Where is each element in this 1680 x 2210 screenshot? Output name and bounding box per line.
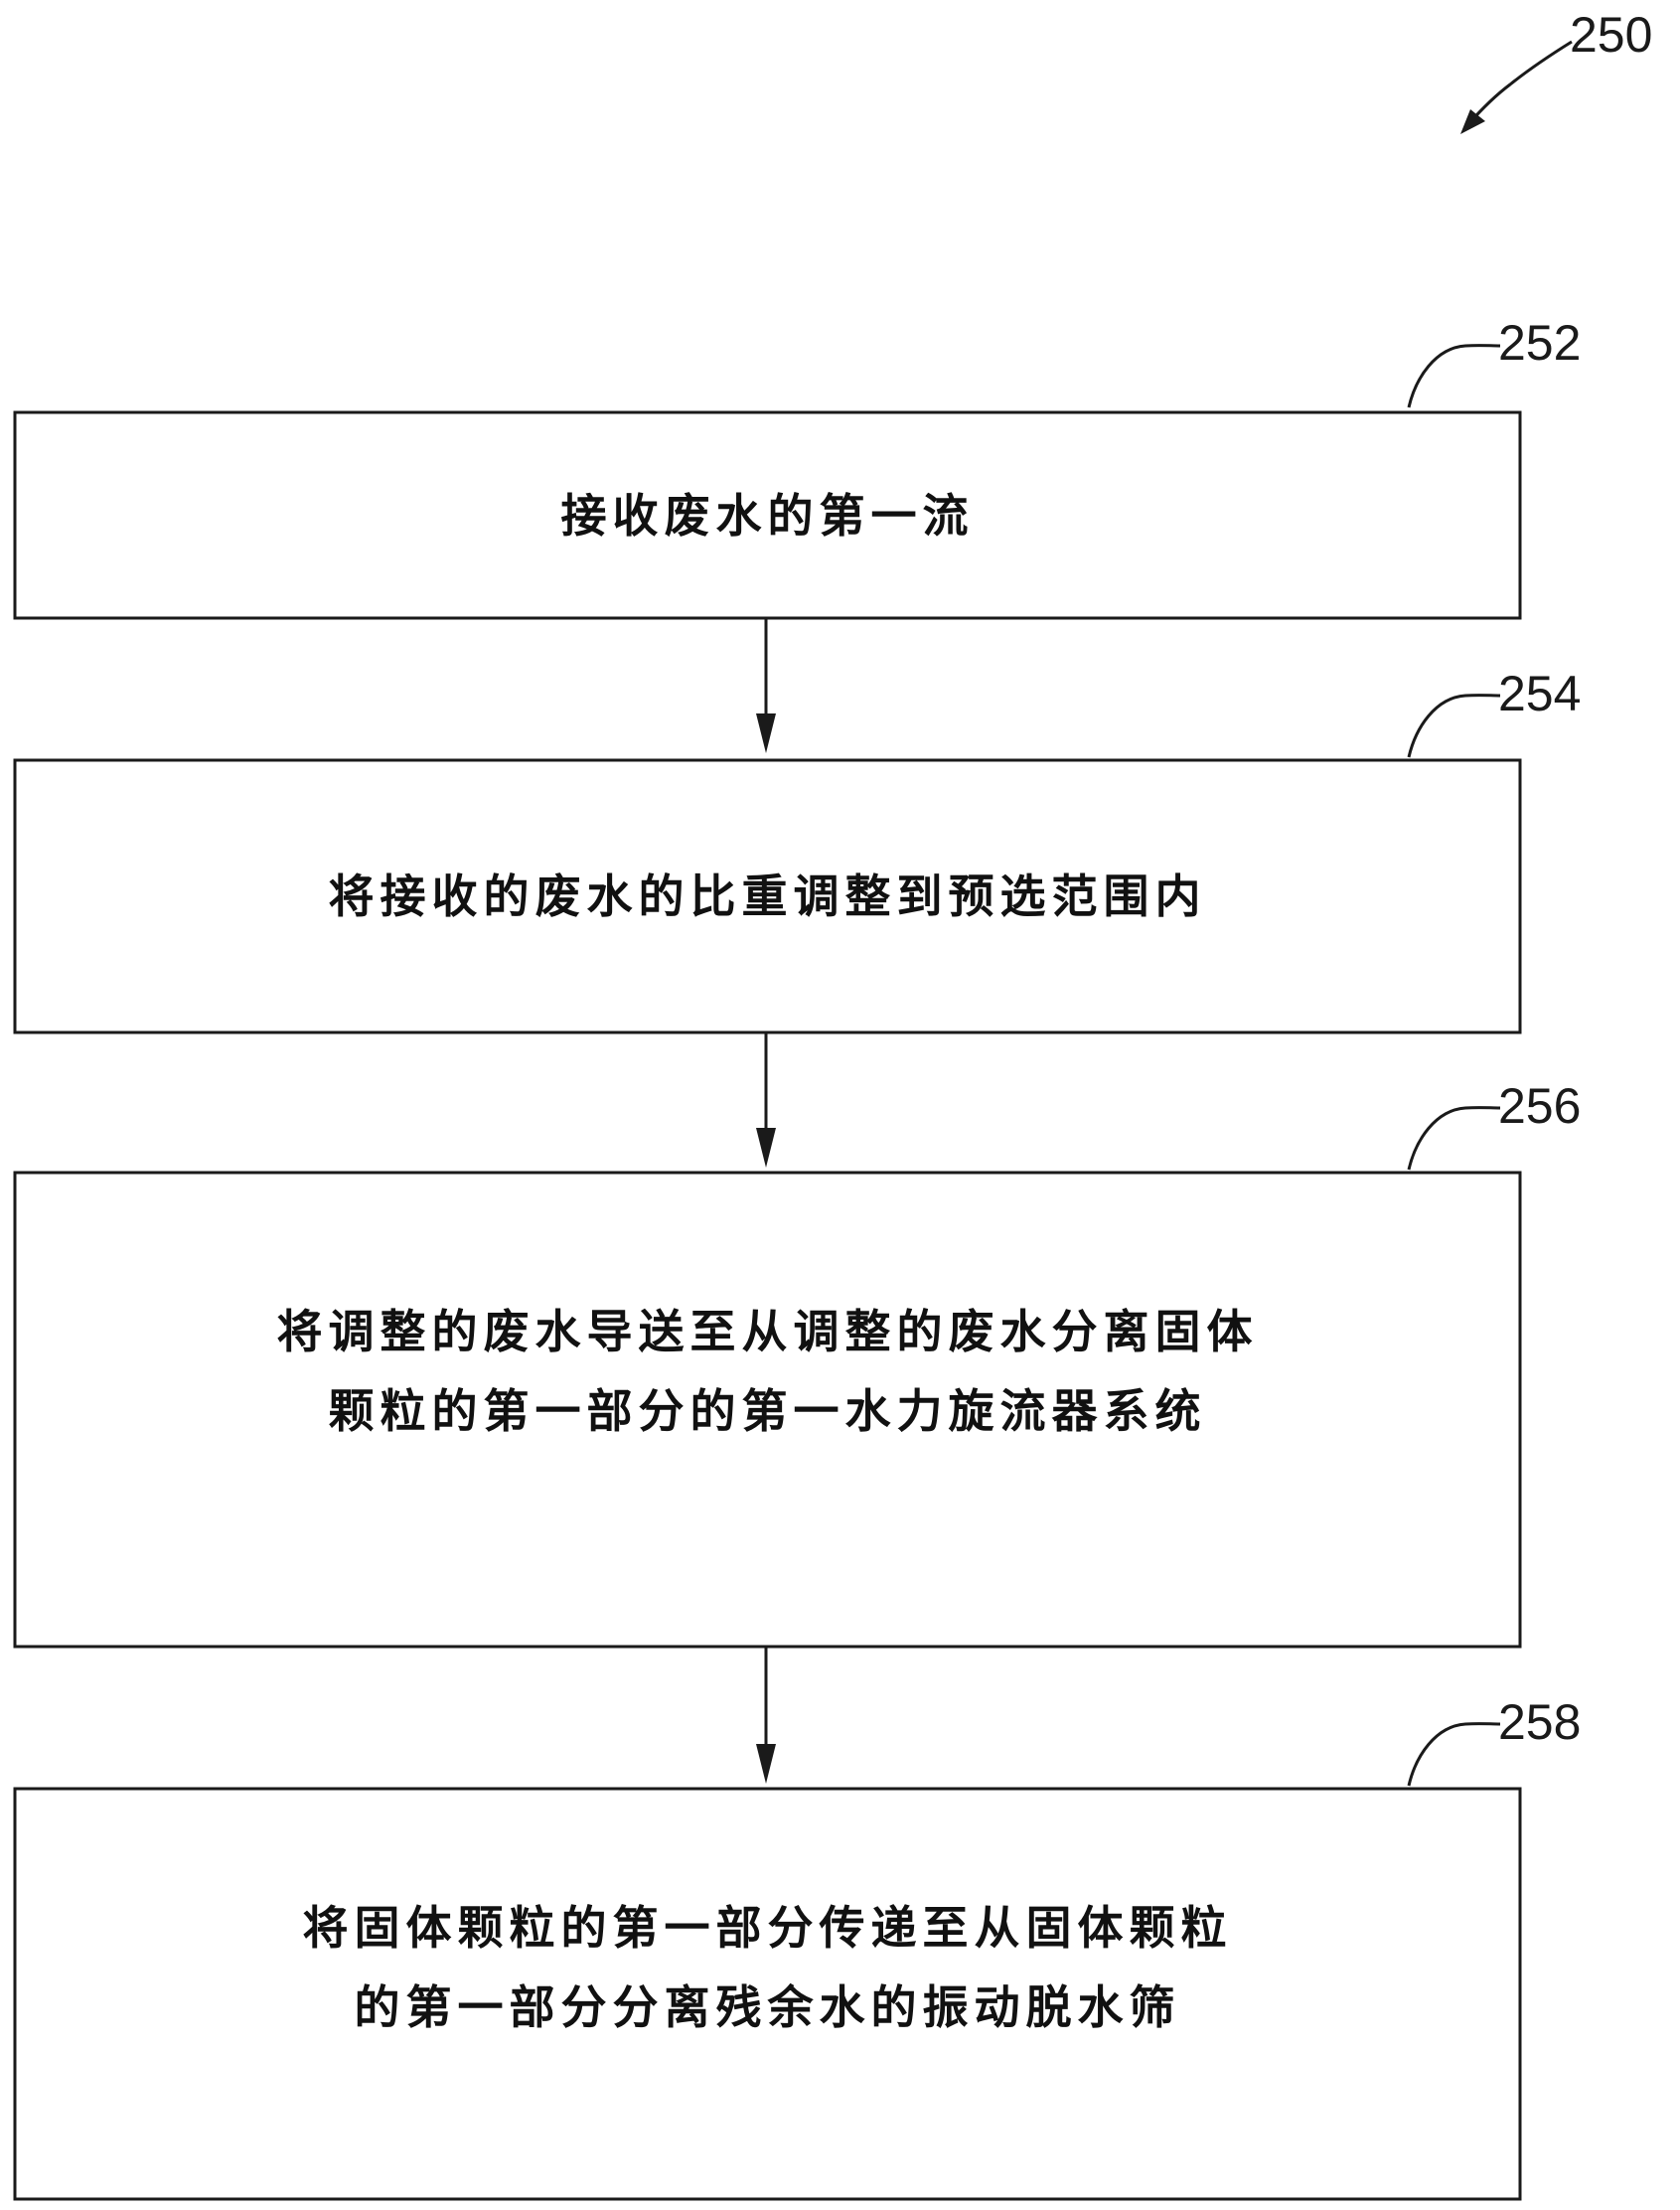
- step-text-254-line-1: 将接收的废水的比重调整到预选范围内: [328, 869, 1207, 923]
- leader-line-256: [1407, 1106, 1501, 1171]
- step-text-254: 将接收的废水的比重调整到预选范围内: [15, 760, 1520, 1032]
- leader-line-252: [1407, 344, 1501, 408]
- figure-ref-arrow: [1466, 40, 1573, 125]
- step-text-258: 将固体颗粒的第一部分传递至从固体颗粒 的第一部分分离残余水的振动脱水筛: [15, 1789, 1520, 2199]
- flow-arrowhead-1: [756, 713, 776, 753]
- step-text-252-line-1: 接收废水的第一流: [560, 488, 975, 543]
- step-box-258: [13, 1787, 1522, 2201]
- leader-line-258: [1407, 1722, 1501, 1787]
- step-ref-256: 256: [1498, 1078, 1581, 1134]
- step-text-258-line-2: 的第一部分分离残余水的振动脱水筛: [354, 1980, 1181, 2034]
- step-ref-258: 258: [1498, 1694, 1581, 1750]
- step-text-256: 将调整的废水导送至从调整的废水分离固体 颗粒的第一部分的第一水力旋流器系统: [15, 1173, 1520, 1590]
- step-text-256-line-2: 颗粒的第一部分的第一水力旋流器系统: [328, 1384, 1207, 1438]
- leader-line-254: [1407, 694, 1501, 758]
- step-text-256-line-1: 将调整的废水导送至从调整的废水分离固体: [276, 1305, 1259, 1358]
- step-ref-252: 252: [1498, 315, 1581, 371]
- step-text-258-line-1: 将固体颗粒的第一部分传递至从固体颗粒: [302, 1901, 1233, 1955]
- figure-ref-label: 250: [1570, 7, 1652, 63]
- flow-arrowhead-2: [756, 1128, 776, 1168]
- step-text-252: 接收废水的第一流: [15, 412, 1520, 618]
- figure-ref-arrowhead: [1460, 109, 1485, 134]
- step-ref-254: 254: [1498, 666, 1581, 721]
- flow-arrowhead-3: [756, 1744, 776, 1784]
